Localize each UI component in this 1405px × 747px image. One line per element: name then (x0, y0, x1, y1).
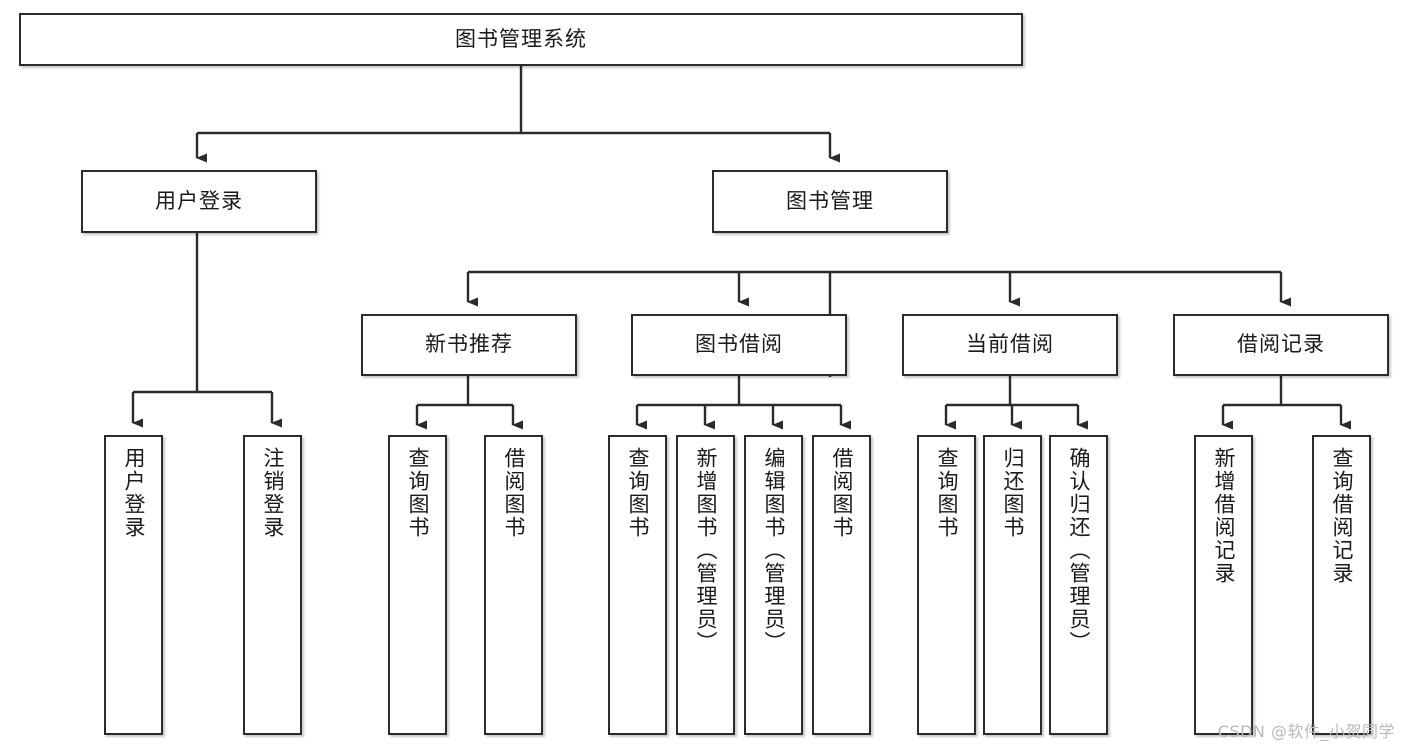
node-current-borrow-label: 当前借阅 (966, 332, 1054, 357)
node-book-borrow-label: 图书借阅 (695, 332, 783, 357)
node-borrow-record-label: 借阅记录 (1237, 332, 1325, 357)
leaf-record-add[interactable]: 新增借阅记录 (1194, 435, 1253, 735)
leaf-record-query[interactable]: 查询借阅记录 (1312, 435, 1371, 735)
leaf-label: 归还图书 (1000, 447, 1025, 539)
leaf-label: 编辑图书（管理员） (761, 447, 786, 654)
node-root[interactable]: 图书管理系统 (19, 13, 1023, 66)
leaf-label: 查询图书 (934, 447, 959, 539)
leaf-borrow-add-book[interactable]: 新增图书（管理员） (676, 435, 735, 735)
node-borrow-record[interactable]: 借阅记录 (1173, 314, 1389, 376)
node-book-management-label: 图书管理 (786, 188, 874, 213)
leaf-label: 借阅图书 (829, 447, 854, 539)
leaf-label: 用户登录 (121, 447, 146, 539)
leaf-label: 查询图书 (405, 447, 430, 539)
leaf-label: 注销登录 (260, 447, 285, 539)
leaf-current-query-book[interactable]: 查询图书 (917, 435, 976, 735)
leaf-user-login-logout[interactable]: 注销登录 (243, 435, 302, 735)
leaf-new-book-query[interactable]: 查询图书 (388, 435, 447, 735)
node-book-borrow[interactable]: 图书借阅 (631, 314, 847, 376)
node-current-borrow[interactable]: 当前借阅 (902, 314, 1118, 376)
leaf-label: 确认归还（管理员） (1066, 447, 1091, 654)
leaf-user-login-login[interactable]: 用户登录 (104, 435, 163, 735)
leaf-borrow-query-book[interactable]: 查询图书 (608, 435, 667, 735)
leaf-borrow-edit-book[interactable]: 编辑图书（管理员） (744, 435, 803, 735)
node-root-label: 图书管理系统 (455, 26, 587, 51)
leaf-label: 查询图书 (625, 447, 650, 539)
leaf-label: 新增图书（管理员） (693, 447, 718, 654)
leaf-borrow-borrow-book[interactable]: 借阅图书 (812, 435, 871, 735)
leaf-current-return-book[interactable]: 归还图书 (983, 435, 1042, 735)
node-user-login-label: 用户登录 (155, 188, 243, 213)
leaf-new-book-borrow[interactable]: 借阅图书 (484, 435, 543, 735)
leaf-label: 新增借阅记录 (1211, 447, 1236, 585)
leaf-current-confirm-return[interactable]: 确认归还（管理员） (1049, 435, 1108, 735)
leaf-label: 借阅图书 (501, 447, 526, 539)
leaf-label: 查询借阅记录 (1329, 447, 1354, 585)
watermark-text: CSDN @软件_小贺同学 (1217, 722, 1395, 741)
node-new-book-recommend-label: 新书推荐 (425, 332, 513, 357)
node-user-login[interactable]: 用户登录 (81, 170, 317, 233)
node-new-book-recommend[interactable]: 新书推荐 (361, 314, 577, 376)
node-book-management[interactable]: 图书管理 (712, 170, 948, 233)
